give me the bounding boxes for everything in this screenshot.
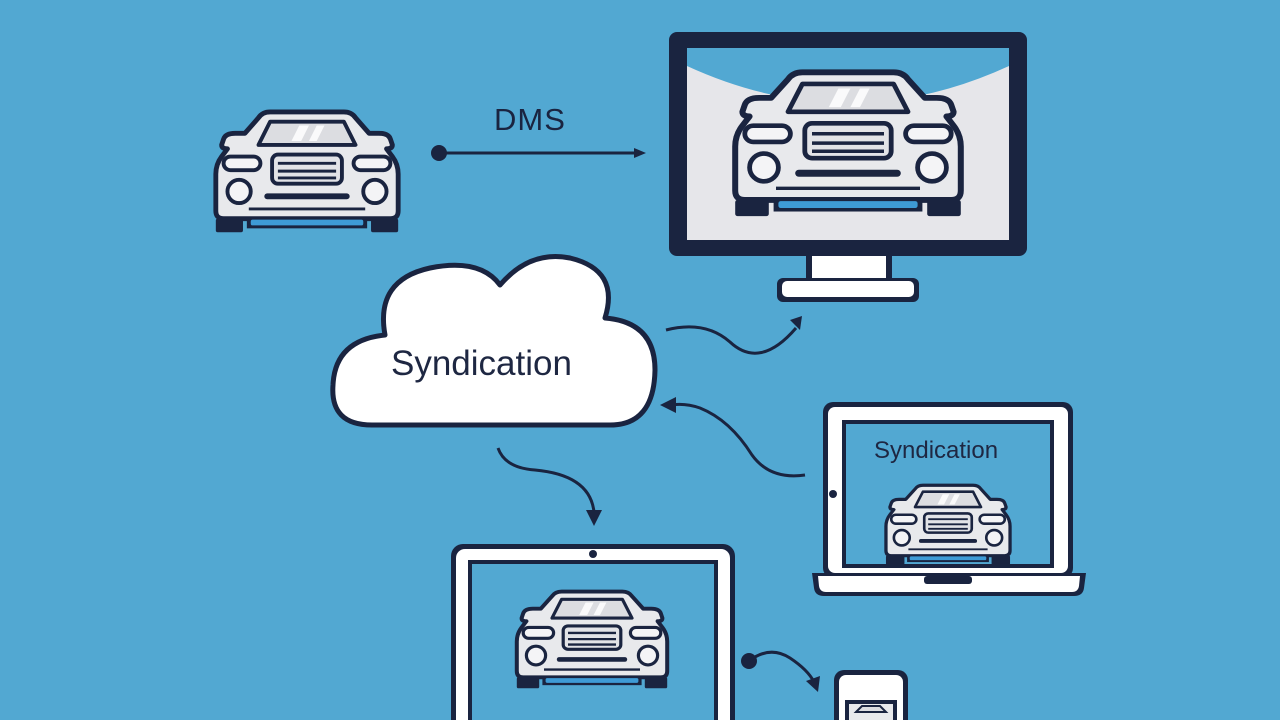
arrow-icon bbox=[665, 316, 802, 355]
phone-icon bbox=[834, 670, 908, 720]
laptop-screen-label: Syndication bbox=[874, 437, 999, 464]
arrow-icon bbox=[431, 145, 646, 161]
arrow-icon bbox=[496, 447, 602, 526]
arrow-icon bbox=[741, 650, 820, 692]
arrow-icon bbox=[660, 397, 806, 478]
dms-label: DMS bbox=[494, 102, 566, 137]
laptop-icon bbox=[812, 402, 1086, 596]
cloud-icon bbox=[330, 254, 658, 428]
monitor-icon bbox=[669, 32, 1027, 302]
cloud-label: Syndication bbox=[391, 344, 572, 383]
car-icon bbox=[216, 112, 398, 232]
laptop-icon bbox=[451, 544, 735, 720]
